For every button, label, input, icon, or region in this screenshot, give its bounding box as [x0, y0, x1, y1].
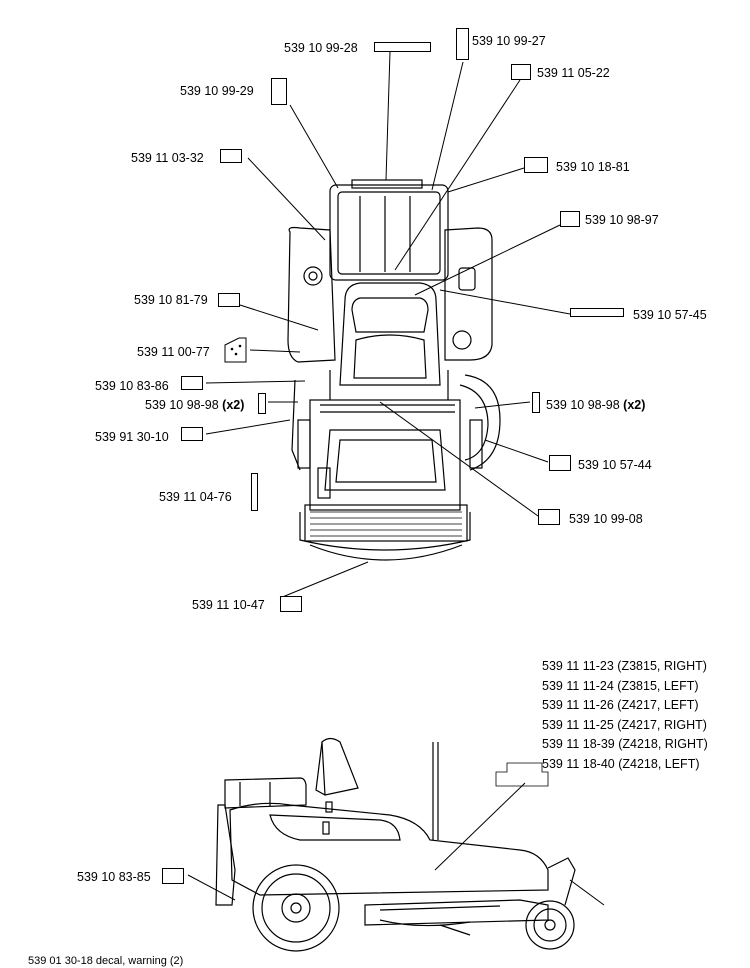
decal-shape-00-77: [224, 337, 247, 363]
label-539-10-99-28: 539 10 99-28: [284, 41, 358, 55]
label-cut-off-bottom: 539 01 30-18 decal, warning (2): [28, 955, 184, 967]
label-539-10-57-44: 539 10 57-44: [578, 458, 652, 472]
decal-box-57-45: [570, 308, 624, 317]
label-539-10-98-98-left: 539 10 98-98 (x2): [145, 398, 245, 412]
decal-box-99-27: [456, 28, 469, 60]
side-decal-item: 539 11 11-25 (Z4217, RIGHT): [542, 717, 707, 732]
decal-box-98-98-left: [258, 393, 266, 414]
side-decal-item: 539 11 11-26 (Z4217, LEFT): [542, 698, 699, 713]
side-decal-item: 539 11 18-40 (Z4218, LEFT): [542, 756, 700, 771]
side-decal-item: 539 11 18-39 (Z4218, RIGHT): [542, 737, 708, 752]
label-539-10-98-97: 539 10 98-97: [585, 213, 659, 227]
label-539-10-83-85: 539 10 83-85: [77, 870, 151, 884]
decal-box-83-85: [162, 868, 184, 884]
decal-box-98-97: [560, 211, 580, 227]
decal-box-10-47: [280, 596, 302, 612]
mower-side-view: [187, 737, 605, 952]
label-539-10-83-86: 539 10 83-86: [95, 379, 169, 393]
decal-box-99-28: [374, 42, 431, 52]
label-539-11-04-76: 539 11 04-76: [159, 490, 232, 504]
label-539-11-00-77: 539 11 00-77: [137, 345, 210, 359]
decal-box-99-29: [271, 78, 287, 105]
label-539-11-10-47: 539 11 10-47: [192, 598, 265, 612]
decal-box-83-86: [181, 376, 203, 390]
label-539-10-81-79: 539 10 81-79: [134, 293, 208, 307]
side-decal-item: 539 11 11-23 (Z3815, RIGHT): [542, 659, 707, 673]
decal-box-03-32: [220, 149, 242, 163]
decal-box-04-76: [251, 473, 258, 511]
side-decal-item: 539 11 11-24 (Z3815, LEFT): [542, 678, 699, 693]
decal-box-18-81: [524, 157, 548, 173]
label-539-10-98-98-right: 539 10 98-98 (x2): [546, 398, 646, 412]
decal-box-99-08: [538, 509, 560, 525]
label-539-11-03-32: 539 11 03-32: [131, 151, 204, 165]
label-539-10-99-29: 539 10 99-29: [180, 84, 254, 98]
side-decal-list: 539 11 11-23 (Z3815, RIGHT) 539 11 11-24…: [542, 657, 708, 775]
decal-box-30-10: [181, 427, 203, 441]
decal-box-81-79: [218, 293, 240, 307]
decal-box-98-98-right: [532, 392, 540, 413]
decal-box-57-44: [549, 455, 571, 471]
label-539-10-57-45: 539 10 57-45: [633, 308, 707, 322]
label-539-11-05-22: 539 11 05-22: [537, 66, 610, 80]
decal-box-05-22: [511, 64, 531, 80]
label-539-10-99-08: 539 10 99-08: [569, 512, 643, 526]
label-539-91-30-10: 539 91 30-10: [95, 430, 169, 444]
label-539-10-18-81: 539 10 18-81: [556, 160, 630, 174]
label-539-10-99-27: 539 10 99-27: [472, 34, 546, 48]
